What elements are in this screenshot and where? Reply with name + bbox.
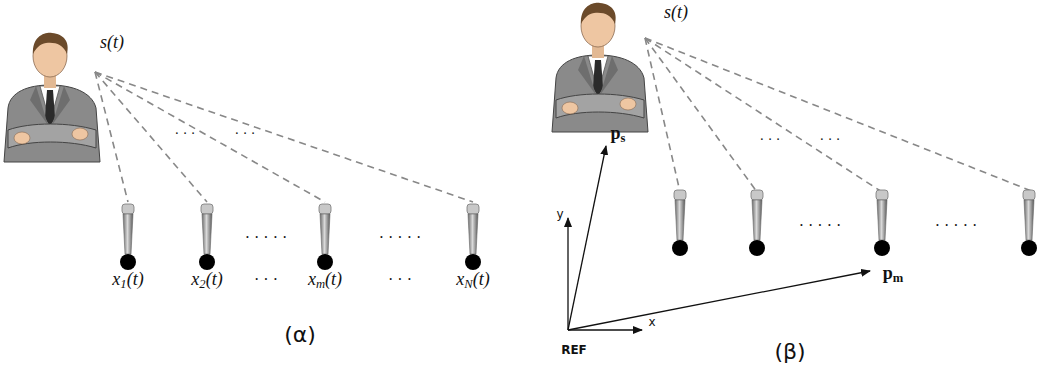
math-label: s(t) — [664, 3, 688, 21]
math-label: x1(t) — [112, 270, 143, 291]
math-label: REF — [561, 344, 587, 356]
math-label: · · · — [760, 133, 781, 147]
math-label: · · · — [175, 127, 196, 141]
math-label: · · · · · — [379, 230, 422, 246]
math-label: x2(t) — [191, 270, 222, 291]
math-label: · · · — [235, 127, 256, 141]
math-label: · · · · · — [245, 230, 288, 246]
math-label: ps — [611, 124, 626, 145]
math-label: pm — [883, 264, 904, 285]
math-label: x — [648, 316, 655, 328]
math-label: y — [556, 208, 563, 220]
math-label: · · · · · — [799, 218, 842, 234]
math-label: · · · — [254, 272, 278, 288]
math-label: · · · — [820, 133, 841, 147]
math-label: xN(t) — [456, 270, 489, 291]
math-label: (α) — [284, 324, 316, 346]
math-label: s(t) — [100, 33, 124, 51]
math-label: xm(t) — [308, 270, 342, 291]
math-label: (β) — [774, 341, 805, 363]
math-label: · · · · · — [935, 218, 978, 234]
math-label: · · · — [388, 272, 412, 288]
